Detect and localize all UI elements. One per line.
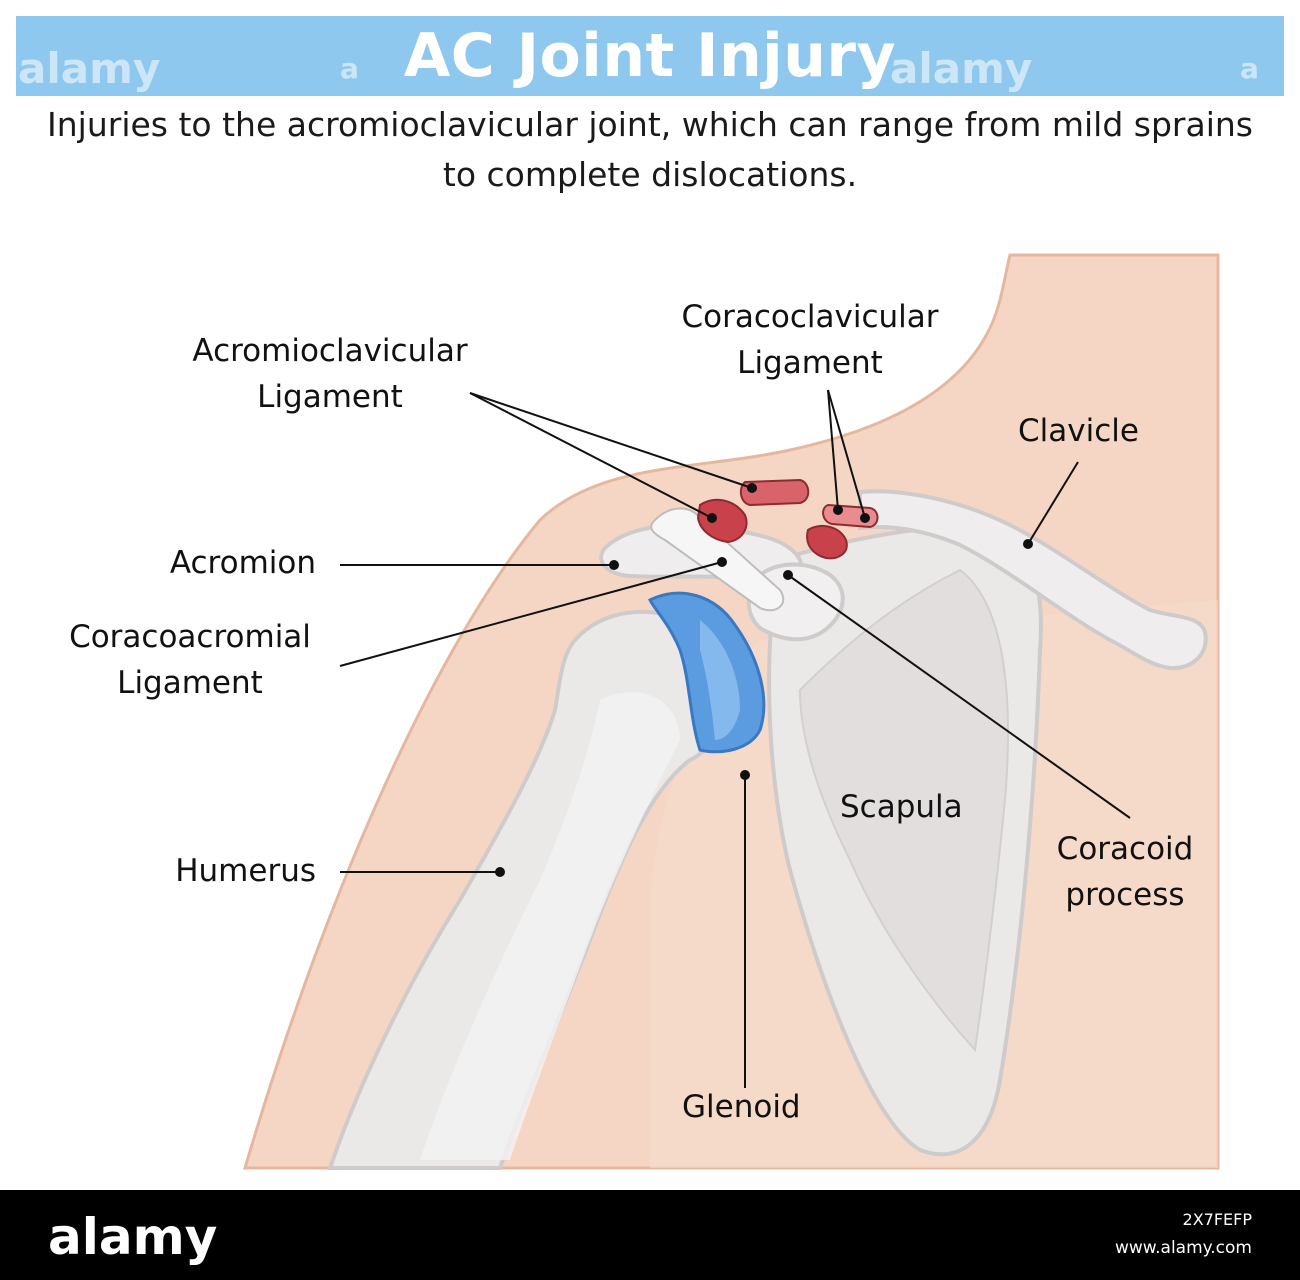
coracoacromial-ligament-band: [650, 507, 785, 612]
cc-ligament-upper: [739, 478, 810, 507]
label-coracoacromial-ligament: Coracoacromial Ligament: [69, 619, 311, 701]
cc-ligament-lower: [806, 524, 848, 560]
leader-dot: [783, 570, 793, 580]
watermark-logo: alamy: [890, 44, 1033, 93]
humerus-shaft-highlight: [420, 692, 680, 1160]
leader-lines: [339, 389, 1131, 1088]
label-glenoid: Glenoid: [682, 1089, 801, 1125]
leader-cc-ligament-2: [827, 389, 866, 519]
footer-bar: alamy 2X7FEFP www.alamy.com: [0, 1190, 1300, 1280]
footer-image-id: 2X7FEFP: [1182, 1210, 1252, 1229]
label-acromioclavicular-ligament: Acromioclavicular Ligament: [192, 333, 468, 415]
scapula-inner: [798, 568, 1009, 1053]
leader-dot: [609, 560, 619, 570]
clavicle-bone: [858, 489, 1208, 671]
title-bar: AC Joint Injury: [16, 16, 1284, 96]
leader-dot: [1023, 539, 1033, 549]
shoulder-illustration: [242, 253, 1220, 1170]
leader-dot: [717, 557, 727, 567]
watermark-mark: a: [1240, 52, 1259, 85]
leader-dot: [860, 513, 870, 523]
diagram-title: AC Joint Injury: [403, 21, 897, 91]
leader-dot: [495, 867, 505, 877]
leader-cc-ligament-1: [827, 389, 839, 511]
leader-ac-ligament-1: [469, 392, 713, 519]
footer-logo: alamy: [48, 1208, 218, 1266]
leader-coracoacromial-ligament: [339, 561, 723, 667]
watermark-logo: alamy: [18, 44, 161, 93]
glenoid-cartilage-highlight: [700, 620, 740, 740]
leader-dot: [747, 483, 757, 493]
label-scapula: Scapula: [840, 789, 963, 825]
watermark-mark: a: [340, 52, 359, 85]
diagram-subtitle: Injuries to the acromioclavicular joint,…: [47, 105, 1253, 194]
leader-dot: [740, 770, 750, 780]
footer-url: www.alamy.com: [1114, 1238, 1252, 1258]
label-acromion: Acromion: [169, 545, 316, 581]
leader-clavicle: [1027, 461, 1079, 545]
leader-dot: [833, 505, 843, 515]
leader-ac-ligament-2: [469, 392, 753, 489]
label-coracoclavicular-ligament: Coracoclavicular Ligament: [681, 299, 939, 381]
leader-coracoid-process: [787, 574, 1131, 819]
ac-ligament-tear: [696, 498, 748, 544]
leader-dot: [707, 513, 717, 523]
label-clavicle: Clavicle: [1018, 413, 1139, 449]
label-coracoid-process: Coracoid process: [1056, 831, 1194, 913]
label-humerus: Humerus: [175, 853, 316, 889]
